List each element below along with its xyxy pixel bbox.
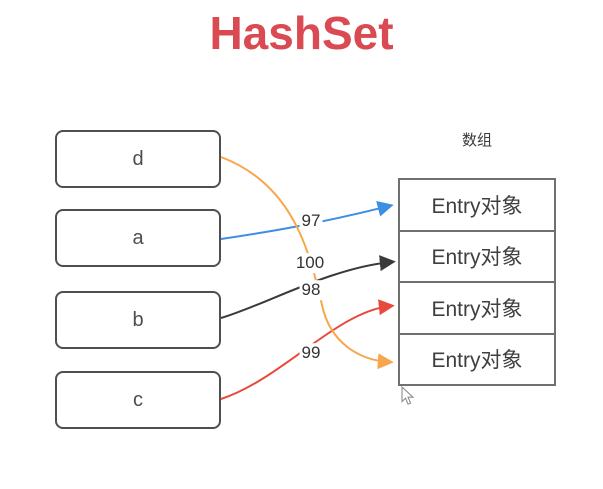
node-label: a [132,226,144,249]
hash-label-97: 97 [299,211,323,231]
array-cell-3[interactable]: Entry对象 [400,283,554,335]
array-cell-label: Entry对象 [431,246,523,270]
hash-label-100: 100 [293,253,327,273]
page-title: HashSet [209,7,394,59]
array-cell-2[interactable]: Entry对象 [400,232,554,283]
array-table: Entry对象 Entry对象 Entry对象 Entry对象 [398,178,556,386]
node-label: d [132,147,144,170]
array-caption: 数组 [461,132,492,149]
array-cell-label: Entry对象 [431,297,523,321]
array-cell-1[interactable]: Entry对象 [400,180,554,232]
hash-label-99: 99 [299,343,323,363]
array-cell-label: Entry对象 [431,349,523,373]
array-cell-label: Entry对象 [431,194,523,218]
node-label: c [133,388,143,411]
node-a[interactable]: a [55,209,221,267]
node-b[interactable]: b [55,291,221,349]
node-label: b [132,308,144,331]
array-cell-4[interactable]: Entry对象 [400,335,554,385]
node-c[interactable]: c [55,371,221,429]
node-d[interactable]: d [55,130,221,188]
hash-label-98: 98 [299,280,323,300]
mouse-cursor-icon [401,386,414,405]
